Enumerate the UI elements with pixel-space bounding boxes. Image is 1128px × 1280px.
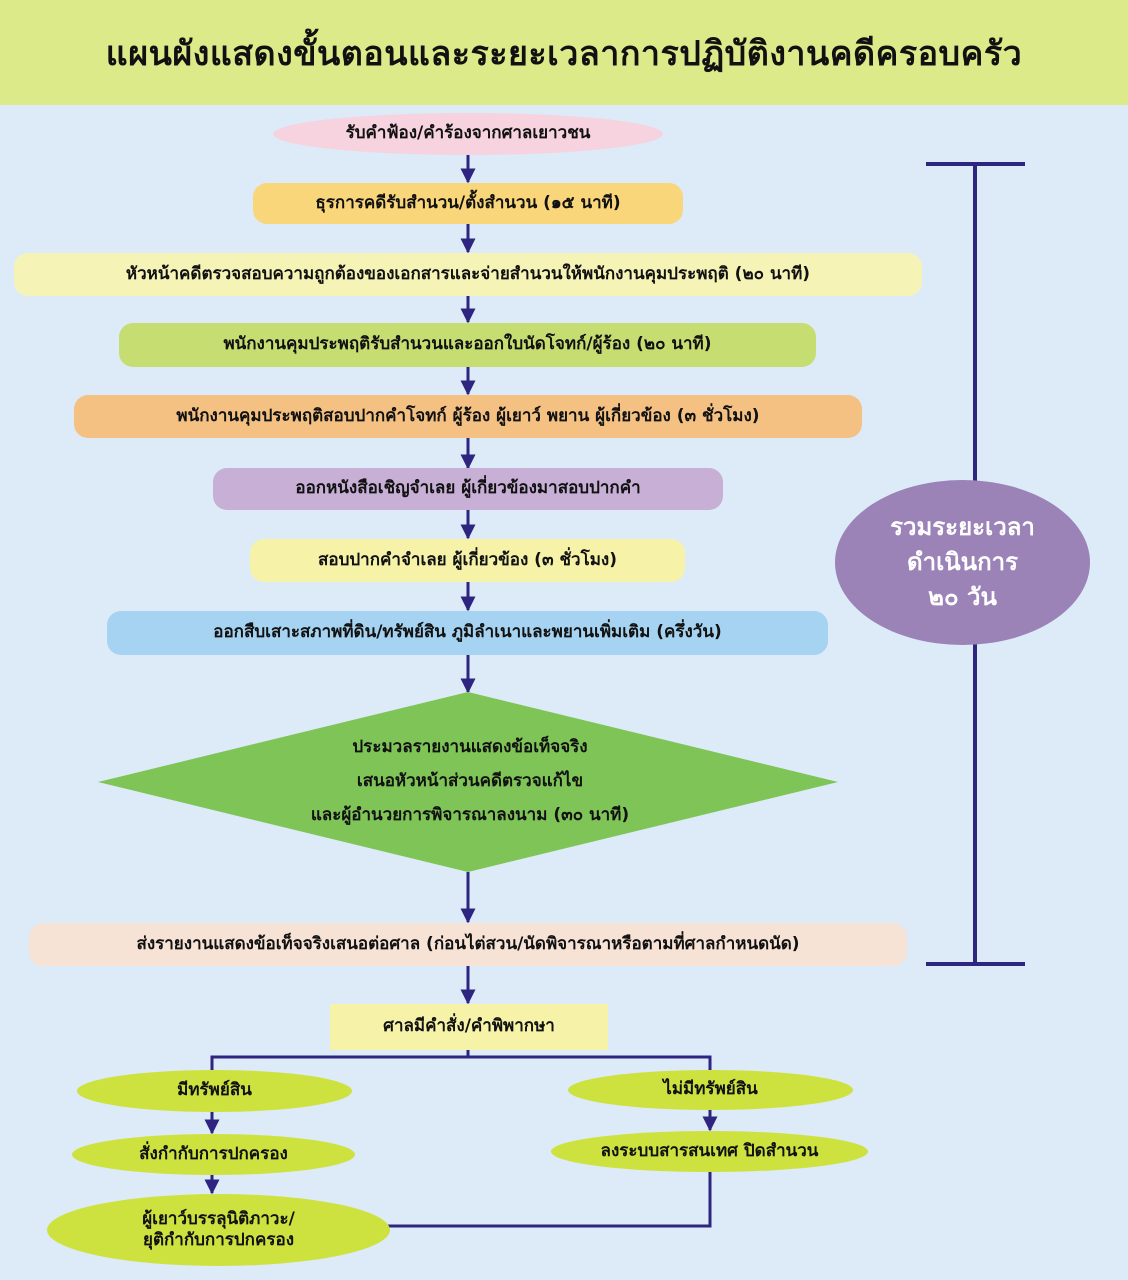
step-interview-defendant: สอบปากคำจำเลย ผู้เกี่ยวข้อง (๓ ชั่วโมง) — [250, 539, 685, 582]
summary-line-1: รวมระยะเวลา — [890, 513, 1035, 542]
decision-line-2: เสนอหัวหน้าส่วนคดีตรวจแก้ไข — [356, 771, 584, 791]
step-court-order: ศาลมีคำสั่ง/คำพิพากษา — [330, 1004, 608, 1050]
decision-line-1: ประมวลรายงานแสดงข้อเท็จจริง — [352, 737, 588, 757]
header-banner: แผนผังแสดงขั้นตอนและระยะเวลาการปฏิบัติงา… — [0, 0, 1128, 105]
merge-line — [388, 1172, 712, 1228]
decision-diamond — [98, 692, 838, 872]
decision-text: ประมวลรายงานแสดงข้อเท็จจริง เสนอหัวหน้าส… — [250, 730, 690, 832]
end-guardianship-line-1: ผู้เยาว์บรรลุนิติภาวะ/ — [142, 1208, 295, 1229]
branch-split-right — [468, 1055, 712, 1070]
branch-split — [210, 1050, 470, 1070]
branch-end-guardianship: ผู้เยาว์บรรลุนิติภาวะ/ ยุติกำกับการปกครอ… — [47, 1194, 390, 1266]
branch-has-assets: มีทรัพย์สิน — [77, 1070, 352, 1112]
total-duration-ellipse: รวมระยะเวลา ดำเนินการ ๒๐ วัน — [835, 480, 1090, 645]
branch-close-case: ลงระบบสารสนเทศ ปิดสำนวน — [551, 1131, 868, 1172]
summary-line-3: ๒๐ วัน — [928, 582, 997, 611]
step-register-case: ธุรการคดีรับสำนวน/ตั้งสำนวน (๑๕ นาที) — [253, 183, 683, 224]
step-receive-complaint: รับคำฟ้อง/คำร้องจากศาลเยาวชน — [273, 113, 663, 155]
step-submit-report: ส่งรายงานแสดงข้อเท็จจริงเสนอต่อศาล (ก่อน… — [29, 923, 907, 966]
step-summon-defendant: ออกหนังสือเชิญจำเลย ผู้เกี่ยวข้องมาสอบปา… — [213, 468, 723, 510]
summary-line-2: ดำเนินการ — [907, 548, 1018, 577]
step-interview-parties: พนักงานคุมประพฤติสอบปากคำโจทก์ ผู้ร้อง ผ… — [74, 395, 862, 438]
branch-guardianship-order: สั่งกำกับการปกครอง — [72, 1134, 355, 1175]
step-field-investigation: ออกสืบเสาะสภาพที่ดิน/ทรัพย์สิน ภูมิลำเนา… — [107, 611, 828, 655]
page-title: แผนผังแสดงขั้นตอนและระยะเวลาการปฏิบัติงา… — [105, 33, 1023, 74]
decision-line-3: และผู้อำนวยการพิจารณาลงนาม (๓๐ นาที) — [310, 805, 630, 825]
step-officer-appointment: พนักงานคุมประพฤติรับสำนวนและออกใบนัดโจทก… — [119, 323, 816, 367]
branch-no-assets: ไม่มีทรัพย์สิน — [568, 1070, 853, 1110]
end-guardianship-line-2: ยุติกำกับการปกครอง — [143, 1230, 294, 1250]
step-head-review: หัวหน้าคดีตรวจสอบความถูกต้องของเอกสารและ… — [14, 253, 922, 296]
